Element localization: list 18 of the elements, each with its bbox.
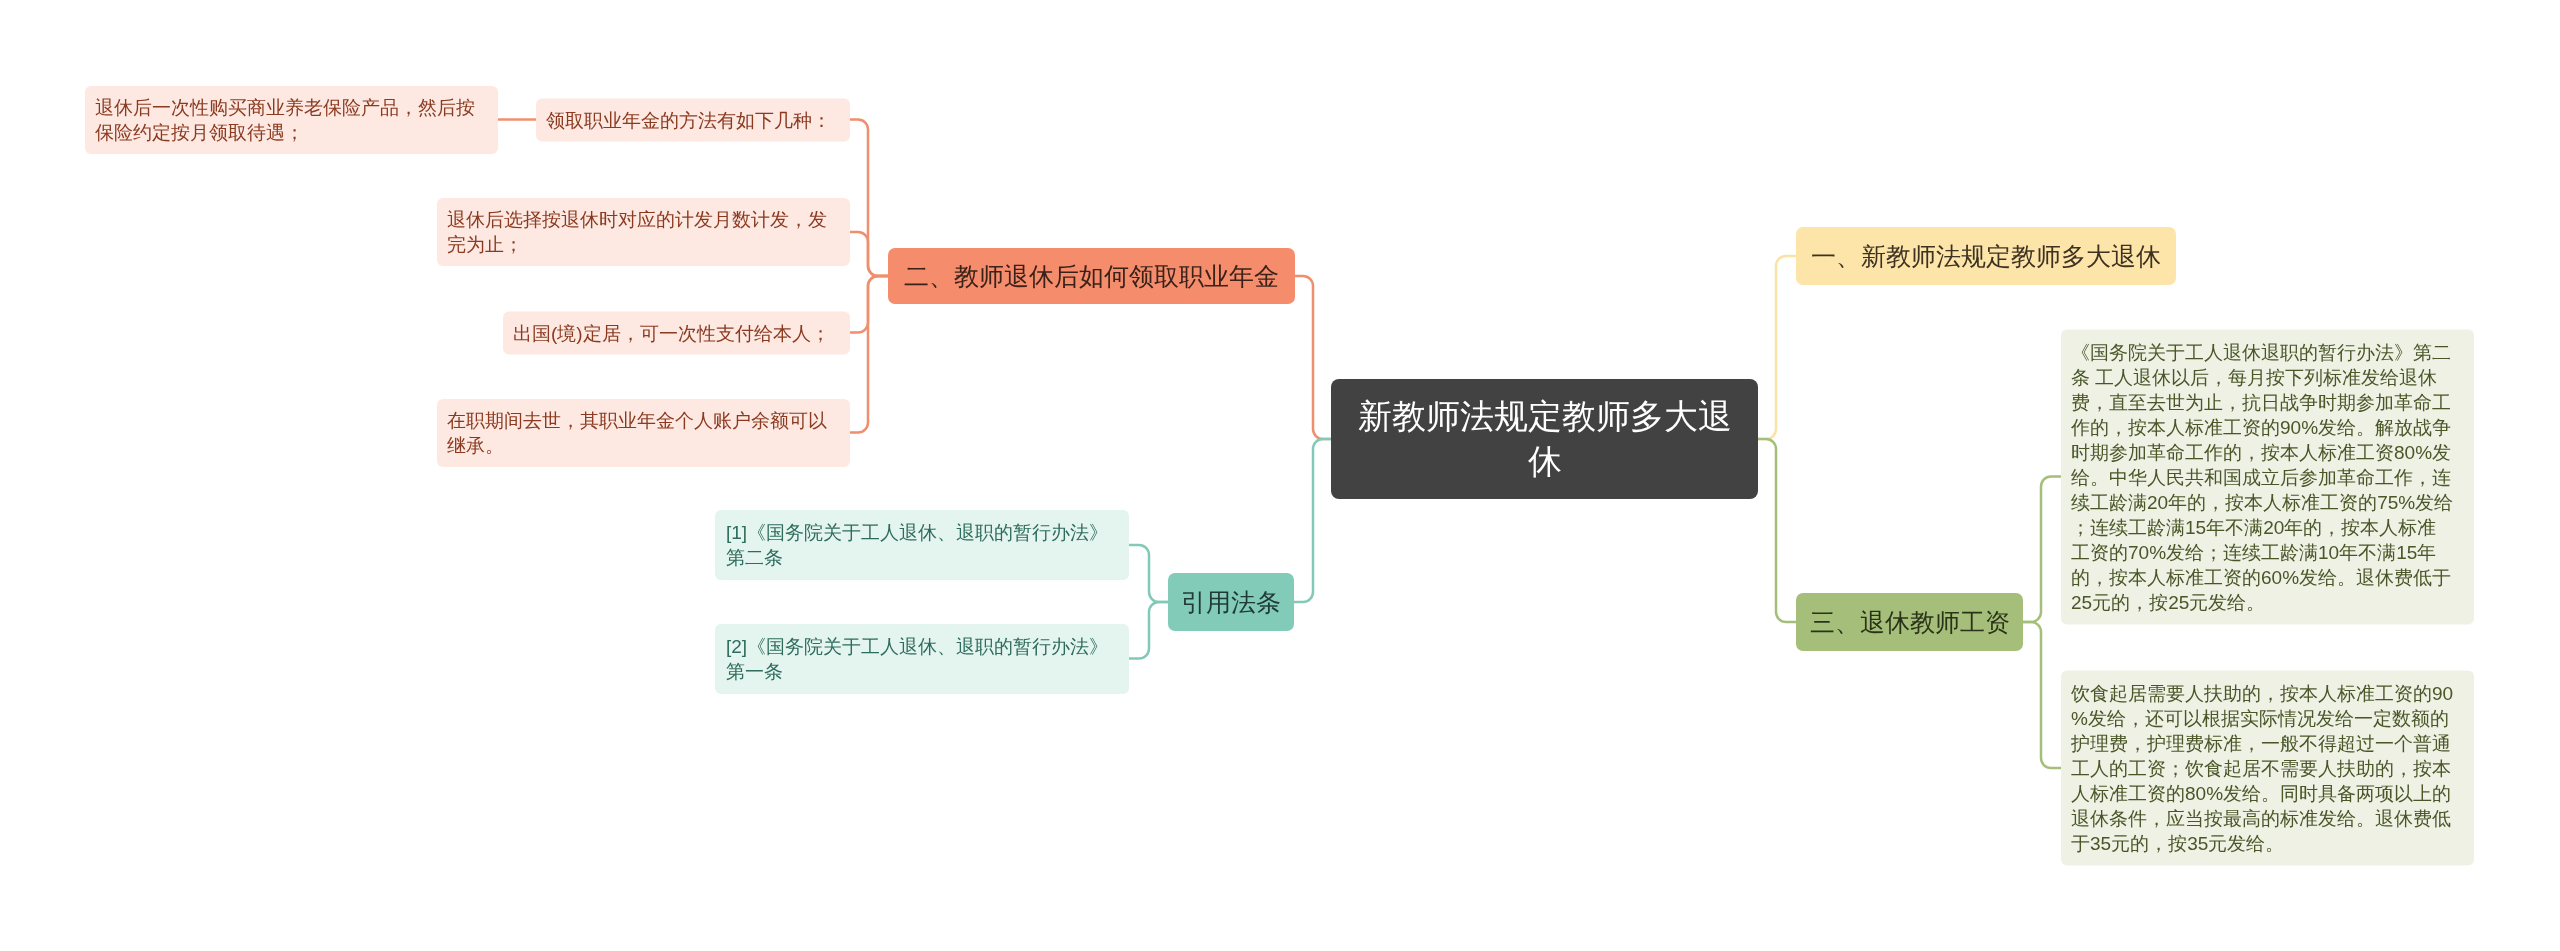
subtopic: [2]《国务院关于工人退休、退职的暂行办法》第一条	[715, 623, 1129, 694]
connector-line	[2023, 620, 2061, 770]
subtopic: 退休后一次性购买商业养老保险产品，然后按保险约定按月领取待遇；	[85, 85, 498, 154]
main-topic: 引用法条	[1168, 573, 1294, 631]
subtopic: 在职期间去世，其职业年金个人账户余额可以继承。	[437, 398, 850, 467]
note-card: 饮食起居需要人扶助的，按本人标准工资的90%发给，还可以根据实际情况发给一定数额的护理费，护理费标准，一般不得超过一个普通工人的工资；饮食起居不需要人扶助的，按本人标准工资的80%发给。同时具备两项以上的退休条件，应当按最高的标准发给。退休费低于35元的，按35元发给。	[2061, 670, 2474, 866]
connector-line	[498, 118, 536, 121]
subtopic: 出国(境)定居，可一次性支付给本人；	[503, 311, 850, 354]
main-topic: 二、教师退休后如何领取职业年金	[888, 248, 1295, 304]
connector-line	[1758, 437, 1796, 624]
subtopic: 退休后选择按退休时对应的计发月数计发，发完为止；	[437, 198, 850, 266]
subtopic: [1]《国务院关于工人退休、退职的暂行办法》第二条	[715, 510, 1129, 580]
central-topic: 新教师法规定教师多大退休	[1331, 379, 1758, 499]
main-topic: 三、退休教师工资	[1796, 593, 2023, 651]
main-topic: 一、新教师法规定教师多大退休	[1796, 227, 2176, 285]
subtopic: 领取职业年金的方法有如下几种：	[536, 98, 850, 141]
note-card: 《国务院关于工人退休退职的暂行办法》第二条 工人退休以后，每月按下列标准发给退休费，直至去世为止，抗日战争时期参加革命工作的，按本人标准工资的90%发给。解放战争时期参加革命工作的，按本人标准工资80%发给。中华人民共和国成立后参加革命工作，连续工龄满20年的，按本人标准工资的75%发给；连续工龄满15年不满20年的，按本人标准工资的70%发给；连续工龄满10年不满15年的，按本人标准工资的60%发给。退休费低于25元的，按25元发给。	[2061, 329, 2474, 624]
connector-line	[1294, 437, 1331, 604]
